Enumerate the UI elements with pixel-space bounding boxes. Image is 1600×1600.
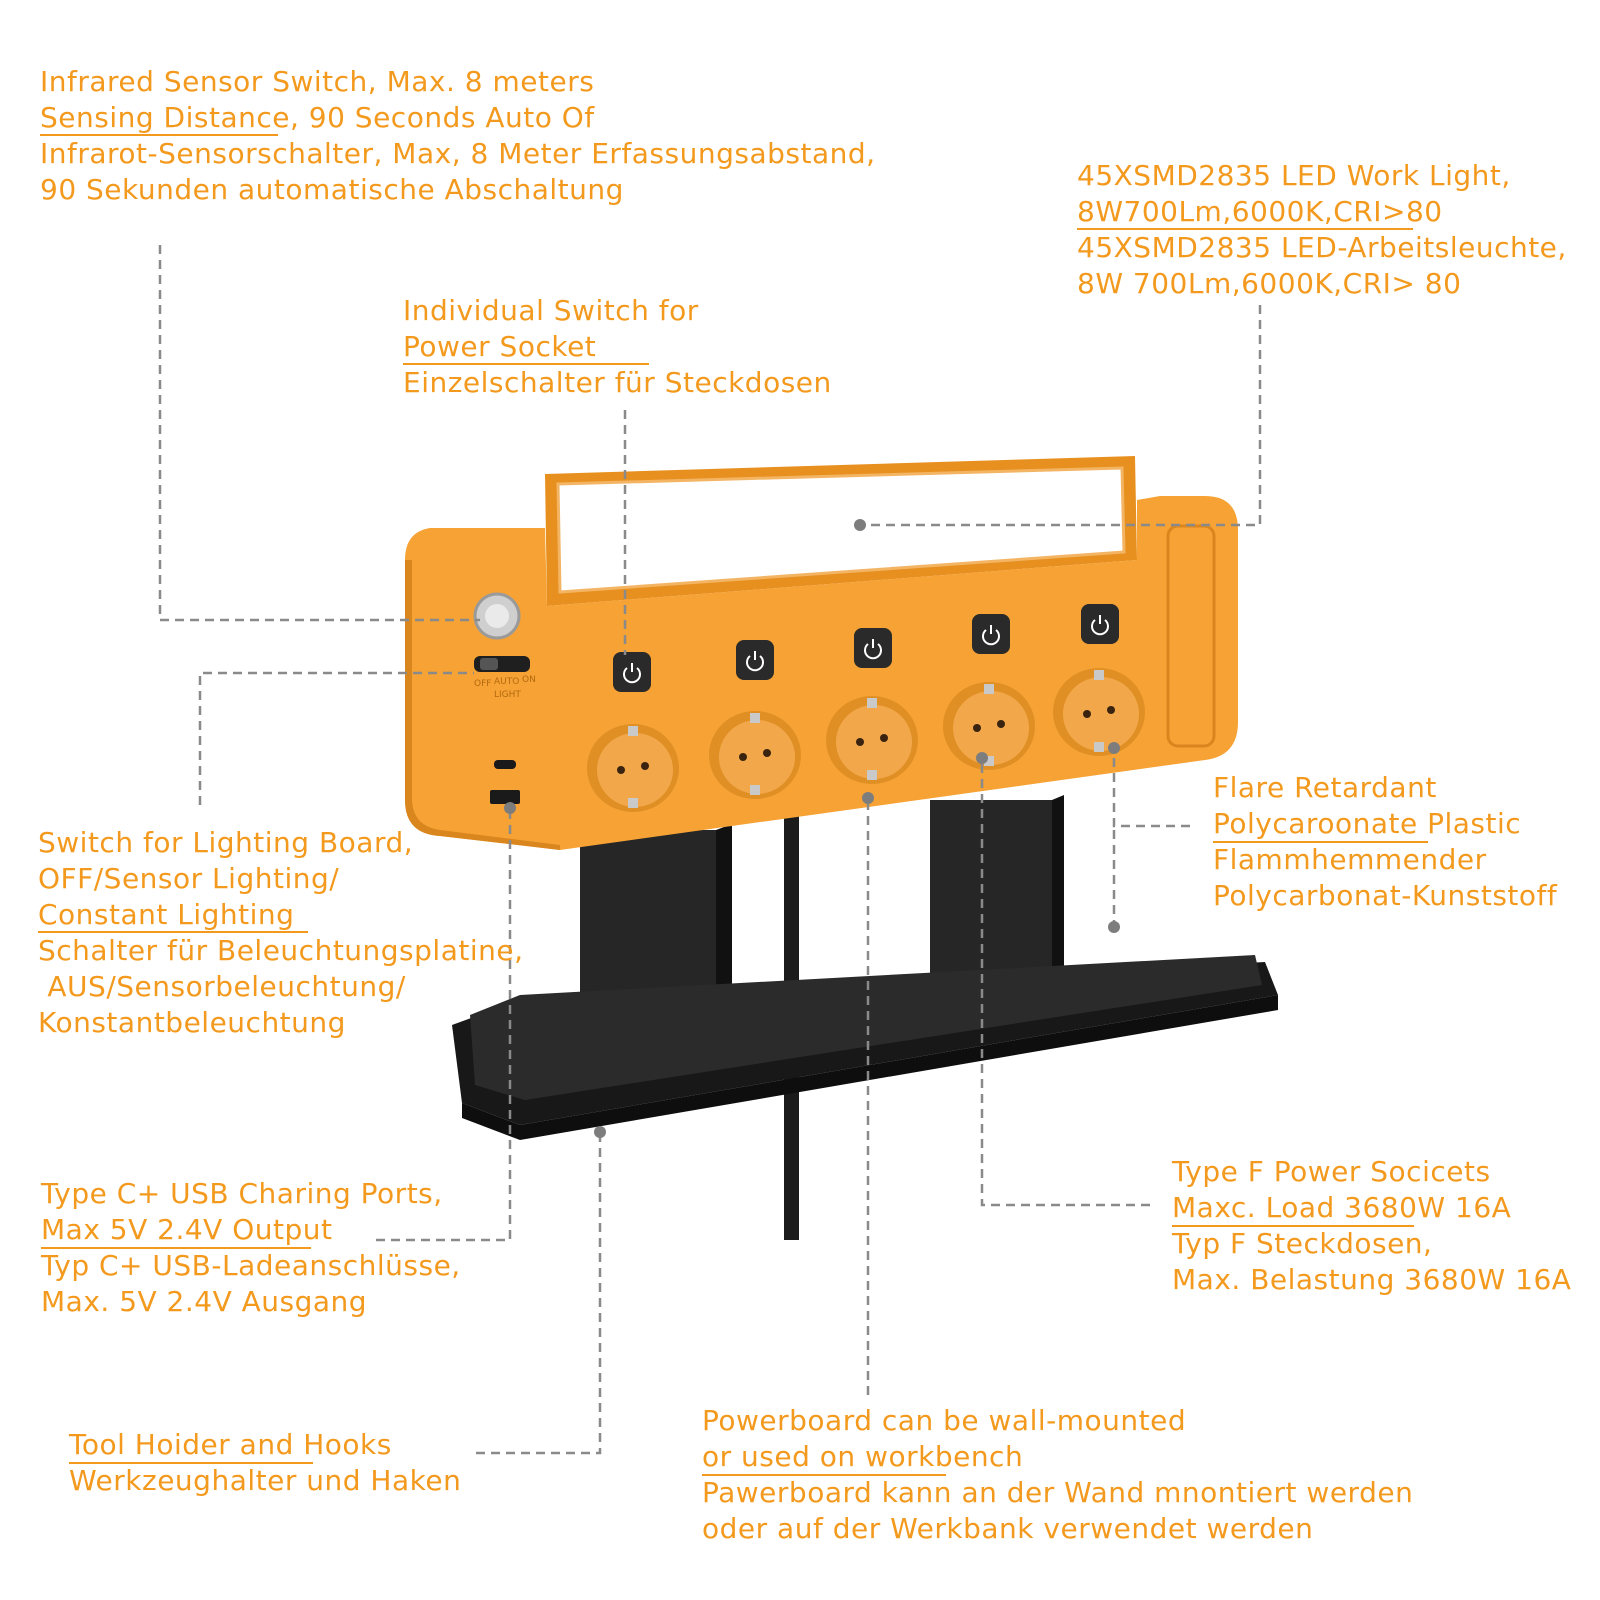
led-light-panel xyxy=(545,456,1137,606)
socket-switch-button[interactable] xyxy=(1081,604,1119,644)
callout-line: Switch for Lighting Board, xyxy=(38,826,414,859)
callout-line: 45XSMD2835 LED-Arbeitsleuchte, xyxy=(1077,231,1567,264)
callout-line: Infrarot-Sensorschalter, Max, 8 Meter Er… xyxy=(40,137,876,170)
socket-switch-button[interactable] xyxy=(613,652,651,692)
underline-rule xyxy=(702,1474,946,1476)
callout-line: Type C+ USB Charing Ports, xyxy=(41,1177,443,1210)
callout-line: Pawerboard kann an der Wand mnontiert we… xyxy=(702,1476,1414,1509)
callout-line: Schalter für Beleuchtungsplatine, xyxy=(38,934,524,967)
callout-lighting-switch: Switch for Lighting Board, OFF/Sensor Li… xyxy=(38,825,524,1041)
callout-line: Max. Belastung 3680W 16A xyxy=(1172,1263,1572,1296)
callout-line: or used on workbench xyxy=(702,1440,1024,1473)
callout-line: Maxc. Load 3680W 16A xyxy=(1172,1191,1512,1224)
type-f-socket[interactable] xyxy=(943,682,1035,770)
type-f-socket[interactable] xyxy=(709,711,801,799)
underline-rule xyxy=(38,931,308,933)
callout-line: oder auf der Werkbank verwendet werden xyxy=(702,1512,1314,1545)
switch-label-on: ON xyxy=(522,675,536,685)
callout-line: Typ F Steckdosen, xyxy=(1172,1227,1433,1260)
callout-line: 8W700Lm,6000K,CRI>80 xyxy=(1077,195,1443,228)
callout-flame-retardant: Flare Retardant Polycaroonate Plastic Fl… xyxy=(1213,770,1557,914)
stand-legs xyxy=(580,795,1064,1030)
callout-line: Infrared Sensor Switch, Max. 8 meters xyxy=(40,65,595,98)
underline-rule xyxy=(69,1462,313,1464)
callout-usb-ports: Type C+ USB Charing Ports, Max 5V 2.4V O… xyxy=(41,1176,461,1320)
callout-tool-holder: Tool Hoider and Hooks Werkzeughalter und… xyxy=(69,1427,461,1499)
type-f-socket[interactable] xyxy=(1053,668,1145,756)
underline-rule xyxy=(40,134,278,136)
callout-line: OFF/Sensor Lighting/ xyxy=(38,862,340,895)
callout-line: Polycarbonat-Kunststoff xyxy=(1213,879,1558,912)
usb-c-port[interactable] xyxy=(494,760,516,769)
leader-lines xyxy=(158,245,1262,1455)
callout-line: Einzelschalter für Steckdosen xyxy=(403,366,832,399)
switch-label-auto: AUTO xyxy=(494,677,519,687)
type-f-socket[interactable] xyxy=(826,696,918,784)
power-icon xyxy=(982,625,1000,646)
switch-label-off: OFF xyxy=(474,679,491,689)
callout-line: AUS/Sensorbeleuchtung/ xyxy=(38,970,406,1003)
power-icon xyxy=(623,663,641,684)
underline-rule xyxy=(1213,841,1428,843)
callout-infrared-sensor: Infrared Sensor Switch, Max. 8 meters Se… xyxy=(40,64,876,208)
callout-line: 8W 700Lm,6000K,CRI> 80 xyxy=(1077,267,1462,300)
callout-line: 45XSMD2835 LED Work Light, xyxy=(1077,159,1511,192)
socket-switch-button[interactable] xyxy=(972,614,1010,654)
callout-line: Typ C+ USB-Ladeanschlüsse, xyxy=(41,1249,461,1282)
pir-sensor-icon xyxy=(473,592,521,640)
callout-line: 90 Sekunden automatische Abschaltung xyxy=(40,173,624,206)
callout-line: Max. 5V 2.4V Ausgang xyxy=(41,1285,368,1318)
usb-a-port[interactable] xyxy=(490,790,520,804)
callout-line: Max 5V 2.4V Output xyxy=(41,1213,333,1246)
power-icon xyxy=(864,639,882,660)
callout-individual-switch: Individual Switch for Power Socket Einze… xyxy=(403,293,832,401)
tool-tray xyxy=(452,955,1278,1140)
underline-rule xyxy=(1172,1225,1414,1227)
callout-line: Flare Retardant xyxy=(1213,771,1437,804)
switch-label-light: LIGHT xyxy=(494,690,521,700)
type-f-socket[interactable] xyxy=(587,724,679,812)
callout-line: Powerboard can be wall-mounted xyxy=(702,1404,1187,1437)
callout-type-f-sockets: Type F Power Socicets Maxc. Load 3680W 1… xyxy=(1172,1154,1571,1298)
callout-line: Power Socket xyxy=(403,330,597,363)
callout-wall-mount: Powerboard can be wall-mounted or used o… xyxy=(702,1403,1413,1547)
underline-rule xyxy=(403,363,649,365)
power-icon xyxy=(746,651,764,672)
underline-rule xyxy=(41,1247,311,1249)
underline-rule xyxy=(1077,228,1413,230)
socket-switch-button[interactable] xyxy=(736,640,774,680)
callout-line: Polycaroonate Plastic xyxy=(1213,807,1522,840)
callout-line: Constant Lighting xyxy=(38,898,295,931)
callout-line: Tool Hoider and Hooks xyxy=(69,1428,392,1461)
callout-line: Individual Switch for xyxy=(403,294,699,327)
callout-line: Konstantbeleuchtung xyxy=(38,1006,346,1039)
callout-line: Flammhemmender xyxy=(1213,843,1487,876)
socket-switch-button[interactable] xyxy=(854,628,892,668)
callout-led-work-light: 45XSMD2835 LED Work Light, 8W700Lm,6000K… xyxy=(1077,158,1567,302)
callout-line: Type F Power Socicets xyxy=(1172,1155,1491,1188)
callout-line: Sensing Distance, 90 Seconds Auto Of xyxy=(40,101,595,134)
power-icon xyxy=(1091,615,1109,636)
callout-line: Werkzeughalter und Haken xyxy=(69,1464,462,1497)
light-mode-switch[interactable] xyxy=(474,656,530,672)
